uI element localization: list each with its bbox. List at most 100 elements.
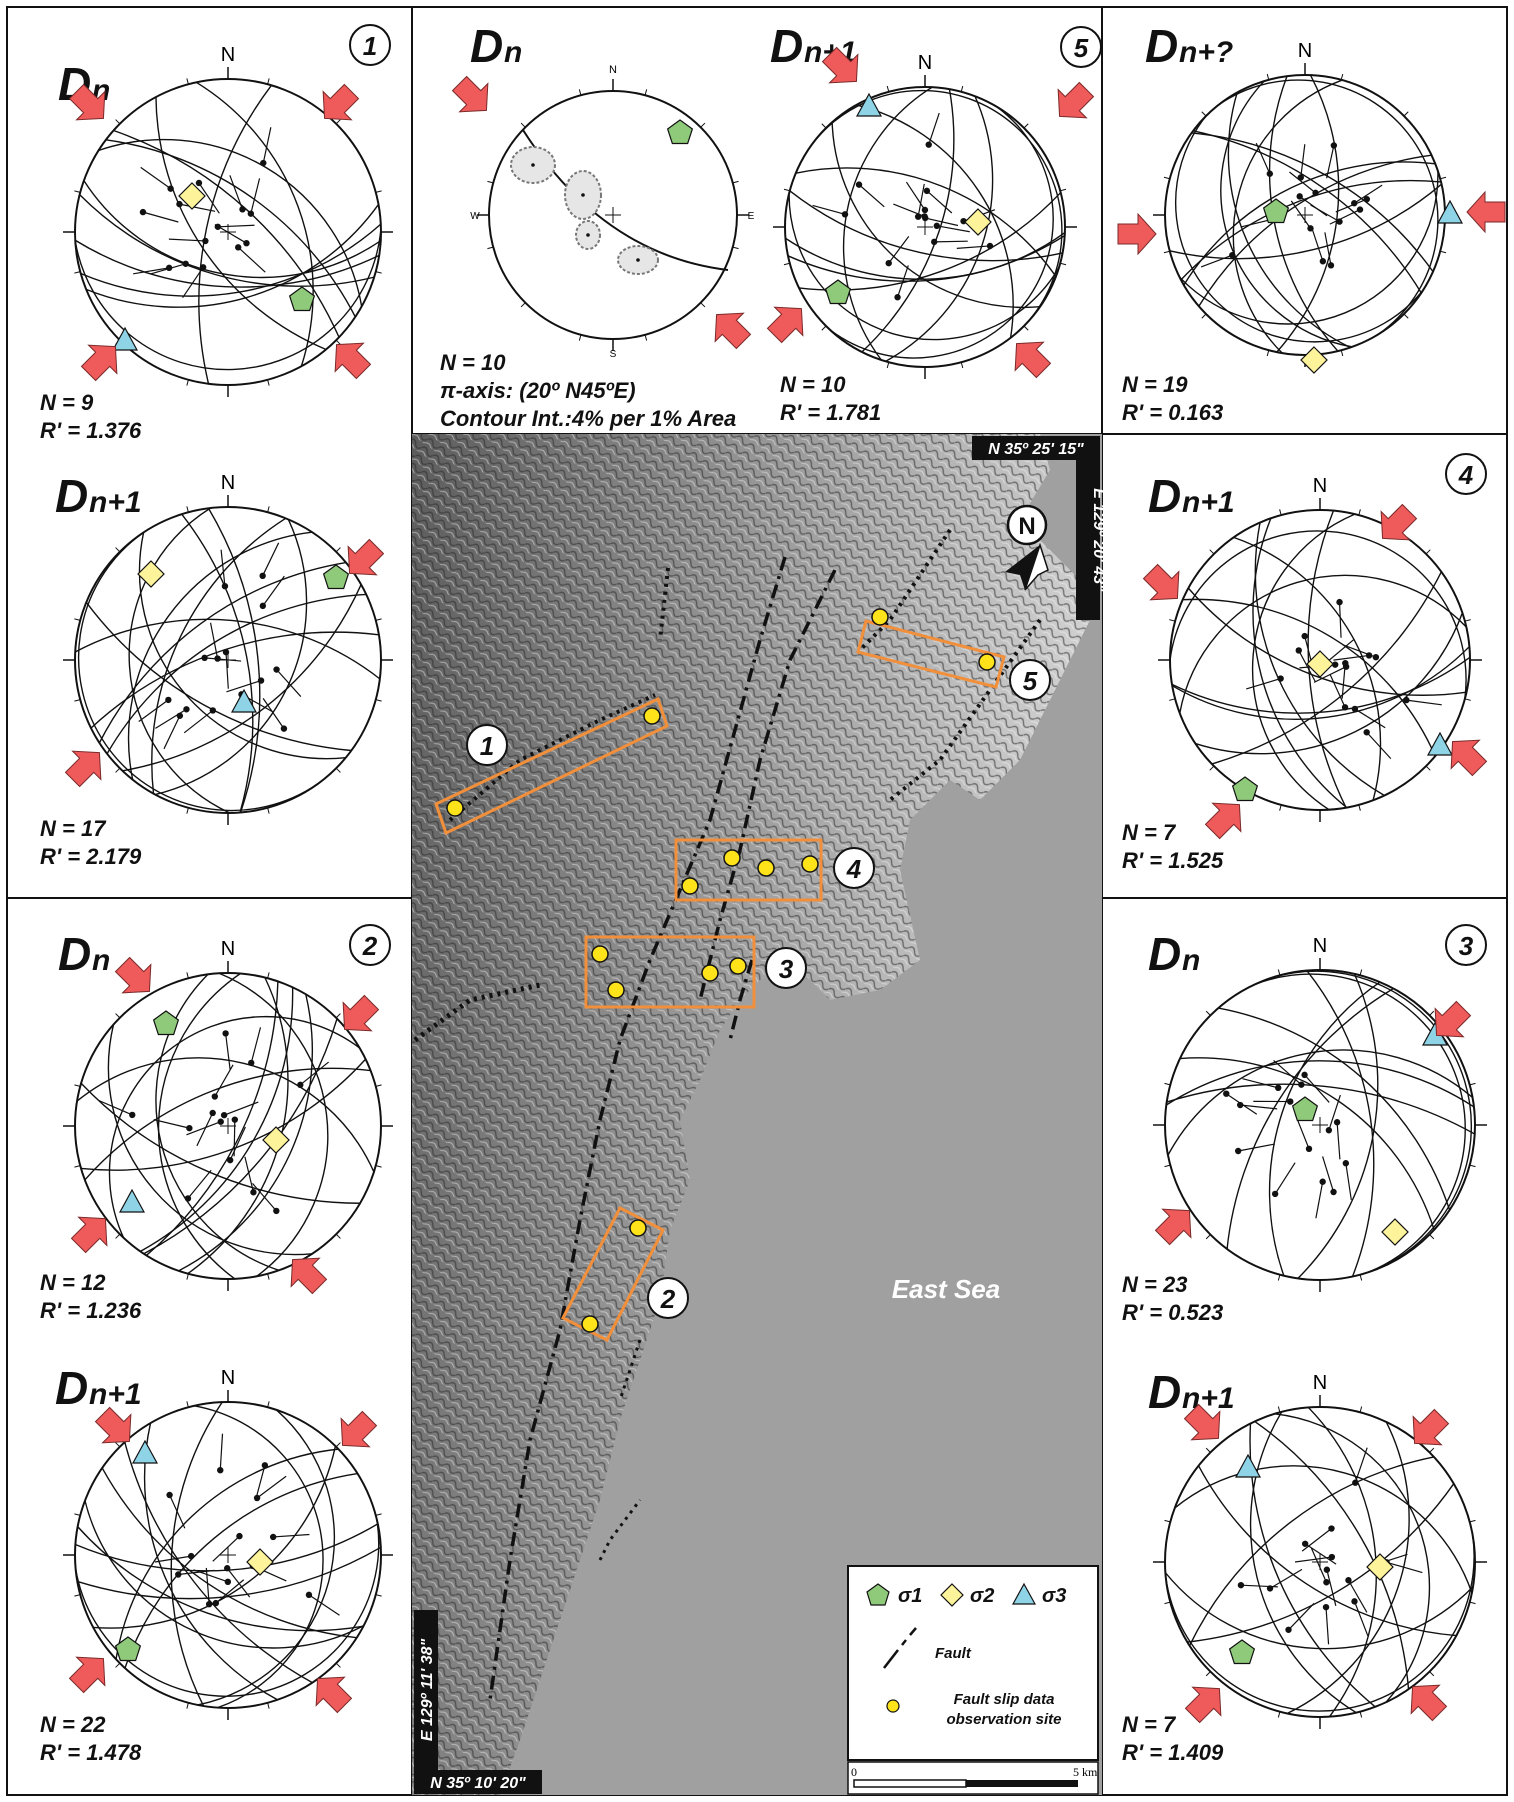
minor-tick [186,1401,189,1408]
slip-vector [233,1119,236,1157]
slip-vector [1338,602,1342,638]
great-circle [1274,1413,1431,1703]
stress-ratio: π-axis: (20º N45ºE) [440,378,636,403]
great-circle [785,232,1065,280]
panel-title-subscript: n+1 [89,1378,142,1411]
minor-tick [1403,313,1409,319]
coord-left-bg [414,1610,438,1770]
great-circle [1171,656,1470,714]
sigma1-pentagon-icon [114,1636,142,1662]
legend-fault: Fault [935,1645,972,1662]
sigma1-pentagon-icon [288,286,316,312]
slip-vector [155,708,187,729]
great-circle [105,139,356,318]
minor-tick [335,1442,341,1448]
minor-tick [115,119,121,125]
pole-point [586,233,590,237]
minor-tick [886,362,890,369]
slip-vector [250,1027,262,1064]
minor-tick [1358,804,1361,811]
great-circle [1307,510,1347,809]
minor-tick [1440,176,1447,180]
sigma2-diamond-icon [1381,1218,1409,1246]
great-circle [108,1015,360,1239]
great-circle [83,180,381,279]
slip-vector [1366,731,1392,760]
slip-vector [229,1126,246,1161]
great-circle [151,517,287,794]
sigma2-diamond-icon [178,182,206,210]
slip-vector [262,127,272,164]
slip-vector [1289,171,1316,194]
slip-point [1336,218,1343,225]
slip-vector [154,1555,192,1563]
great-circle [1165,1572,1474,1650]
great-circle [75,228,381,371]
slip-point [226,1156,234,1164]
north-label: N [221,44,235,66]
great-circle [788,193,1060,341]
site-boxes [434,619,1006,1343]
slip-vector [1406,699,1442,706]
minor-tick [1469,1601,1476,1605]
great-circle [124,1441,313,1684]
great-circle [856,104,1014,338]
slip-vector [1294,1556,1332,1563]
legend-sigma3-icon [1011,1582,1037,1605]
minor-tick [644,334,648,341]
stress-arrow-icon [1380,503,1418,541]
legend-site-icon [886,1699,900,1713]
site-label-2: 2 [647,1277,689,1319]
minor-tick [1205,1234,1211,1240]
great-circle [80,223,381,297]
minor-tick [335,119,341,125]
stress-ratio: R' = 1.781 [780,400,881,425]
great-circle [124,1472,358,1669]
great-circle [79,194,375,287]
great-circle [157,973,241,1279]
great-circle [1174,1465,1473,1594]
minor-tick [1359,1274,1363,1281]
slip-vector [226,680,262,693]
great-circle [106,593,367,755]
panel-title: D [1148,928,1181,980]
coord-bottom-bg [414,1770,542,1794]
north-label: N [918,52,932,74]
slip-vector [1290,200,1311,229]
slip-vector [1322,1156,1335,1193]
minor-tick [821,325,827,331]
minor-tick [186,379,189,386]
slip-vector [237,246,266,273]
stress-arrow-icon [342,994,380,1032]
great-circle [122,584,362,772]
minor-tick [74,1594,81,1597]
great-circle [1286,1421,1410,1715]
slip-vector [1324,232,1332,266]
great-circle [1175,115,1425,343]
minor-tick [335,547,341,553]
slip-vector [1347,1579,1368,1613]
minor-tick [1464,698,1471,701]
svg-text:4: 4 [846,854,862,884]
great-circle [1165,1535,1475,1712]
great-circle [1227,92,1351,349]
stress-arrow-icon [70,1216,108,1254]
slip-vector [1240,1584,1278,1588]
great-circle [1187,1483,1455,1643]
minor-tick [578,334,582,341]
panel-title-subscript: n [504,36,522,69]
stress-ratio: R' = 1.236 [40,1298,142,1323]
great-circles [1170,510,1470,810]
slip-vector [140,166,171,190]
minor-tick [1277,969,1281,976]
slip-vector [1200,254,1233,268]
site-label-1: 1 [466,724,508,766]
great-circle [195,81,314,367]
site-badge [349,924,391,966]
slip-point [1305,1145,1313,1153]
minor-tick [1277,1711,1281,1718]
great-circle [197,1409,336,1706]
great-circle [842,87,933,361]
great-circle [1166,1083,1475,1135]
